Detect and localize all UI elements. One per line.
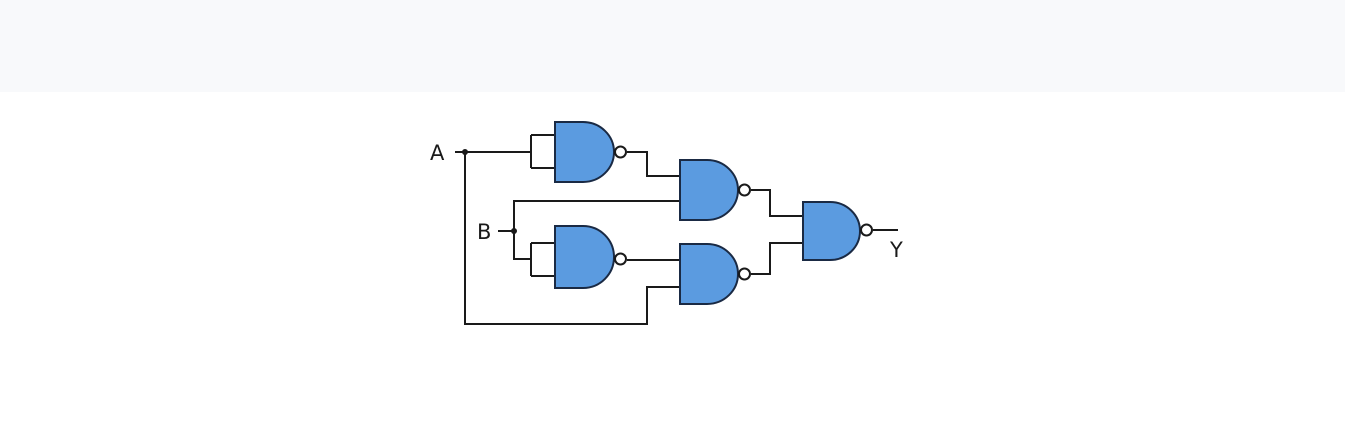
nand-gate-4 xyxy=(679,243,751,305)
wire-b-to-g2 xyxy=(513,200,680,231)
wires xyxy=(455,134,898,325)
nand-gate-2-bubble xyxy=(738,183,751,197)
nand-gate-4-bubble xyxy=(738,267,751,281)
nand-gate-1 xyxy=(554,121,627,183)
nand-gate-1-bubble xyxy=(614,145,627,159)
nand-gate-5-body xyxy=(802,201,861,261)
input-label-a: A xyxy=(430,141,445,165)
wire-b-to-g3 xyxy=(513,231,531,260)
wire-a-trunk xyxy=(464,152,680,325)
wire-g1-tied-inputs xyxy=(530,134,555,169)
nand-gate-3 xyxy=(554,225,627,289)
nand-gate-4-body xyxy=(679,243,739,305)
wire-g1-to-g2 xyxy=(627,151,680,177)
nand-gate-5 xyxy=(802,201,873,261)
wire-g3-tied-inputs xyxy=(530,242,555,277)
nand-gate-3-bubble xyxy=(614,252,627,266)
junction-dot-b xyxy=(511,228,517,234)
nand-gate-2-body xyxy=(679,159,739,221)
output-label-y: Y xyxy=(889,238,903,262)
input-label-b: B xyxy=(477,220,491,244)
wire-g2-to-g5 xyxy=(751,189,803,217)
nand-gate-5-bubble xyxy=(860,223,873,237)
junction-dot-a xyxy=(462,149,468,155)
wire-g4-to-g5 xyxy=(751,242,803,275)
nand-gate-1-body xyxy=(554,121,615,183)
nand-gate-2 xyxy=(679,159,751,221)
nand-gate-3-body xyxy=(554,225,615,289)
